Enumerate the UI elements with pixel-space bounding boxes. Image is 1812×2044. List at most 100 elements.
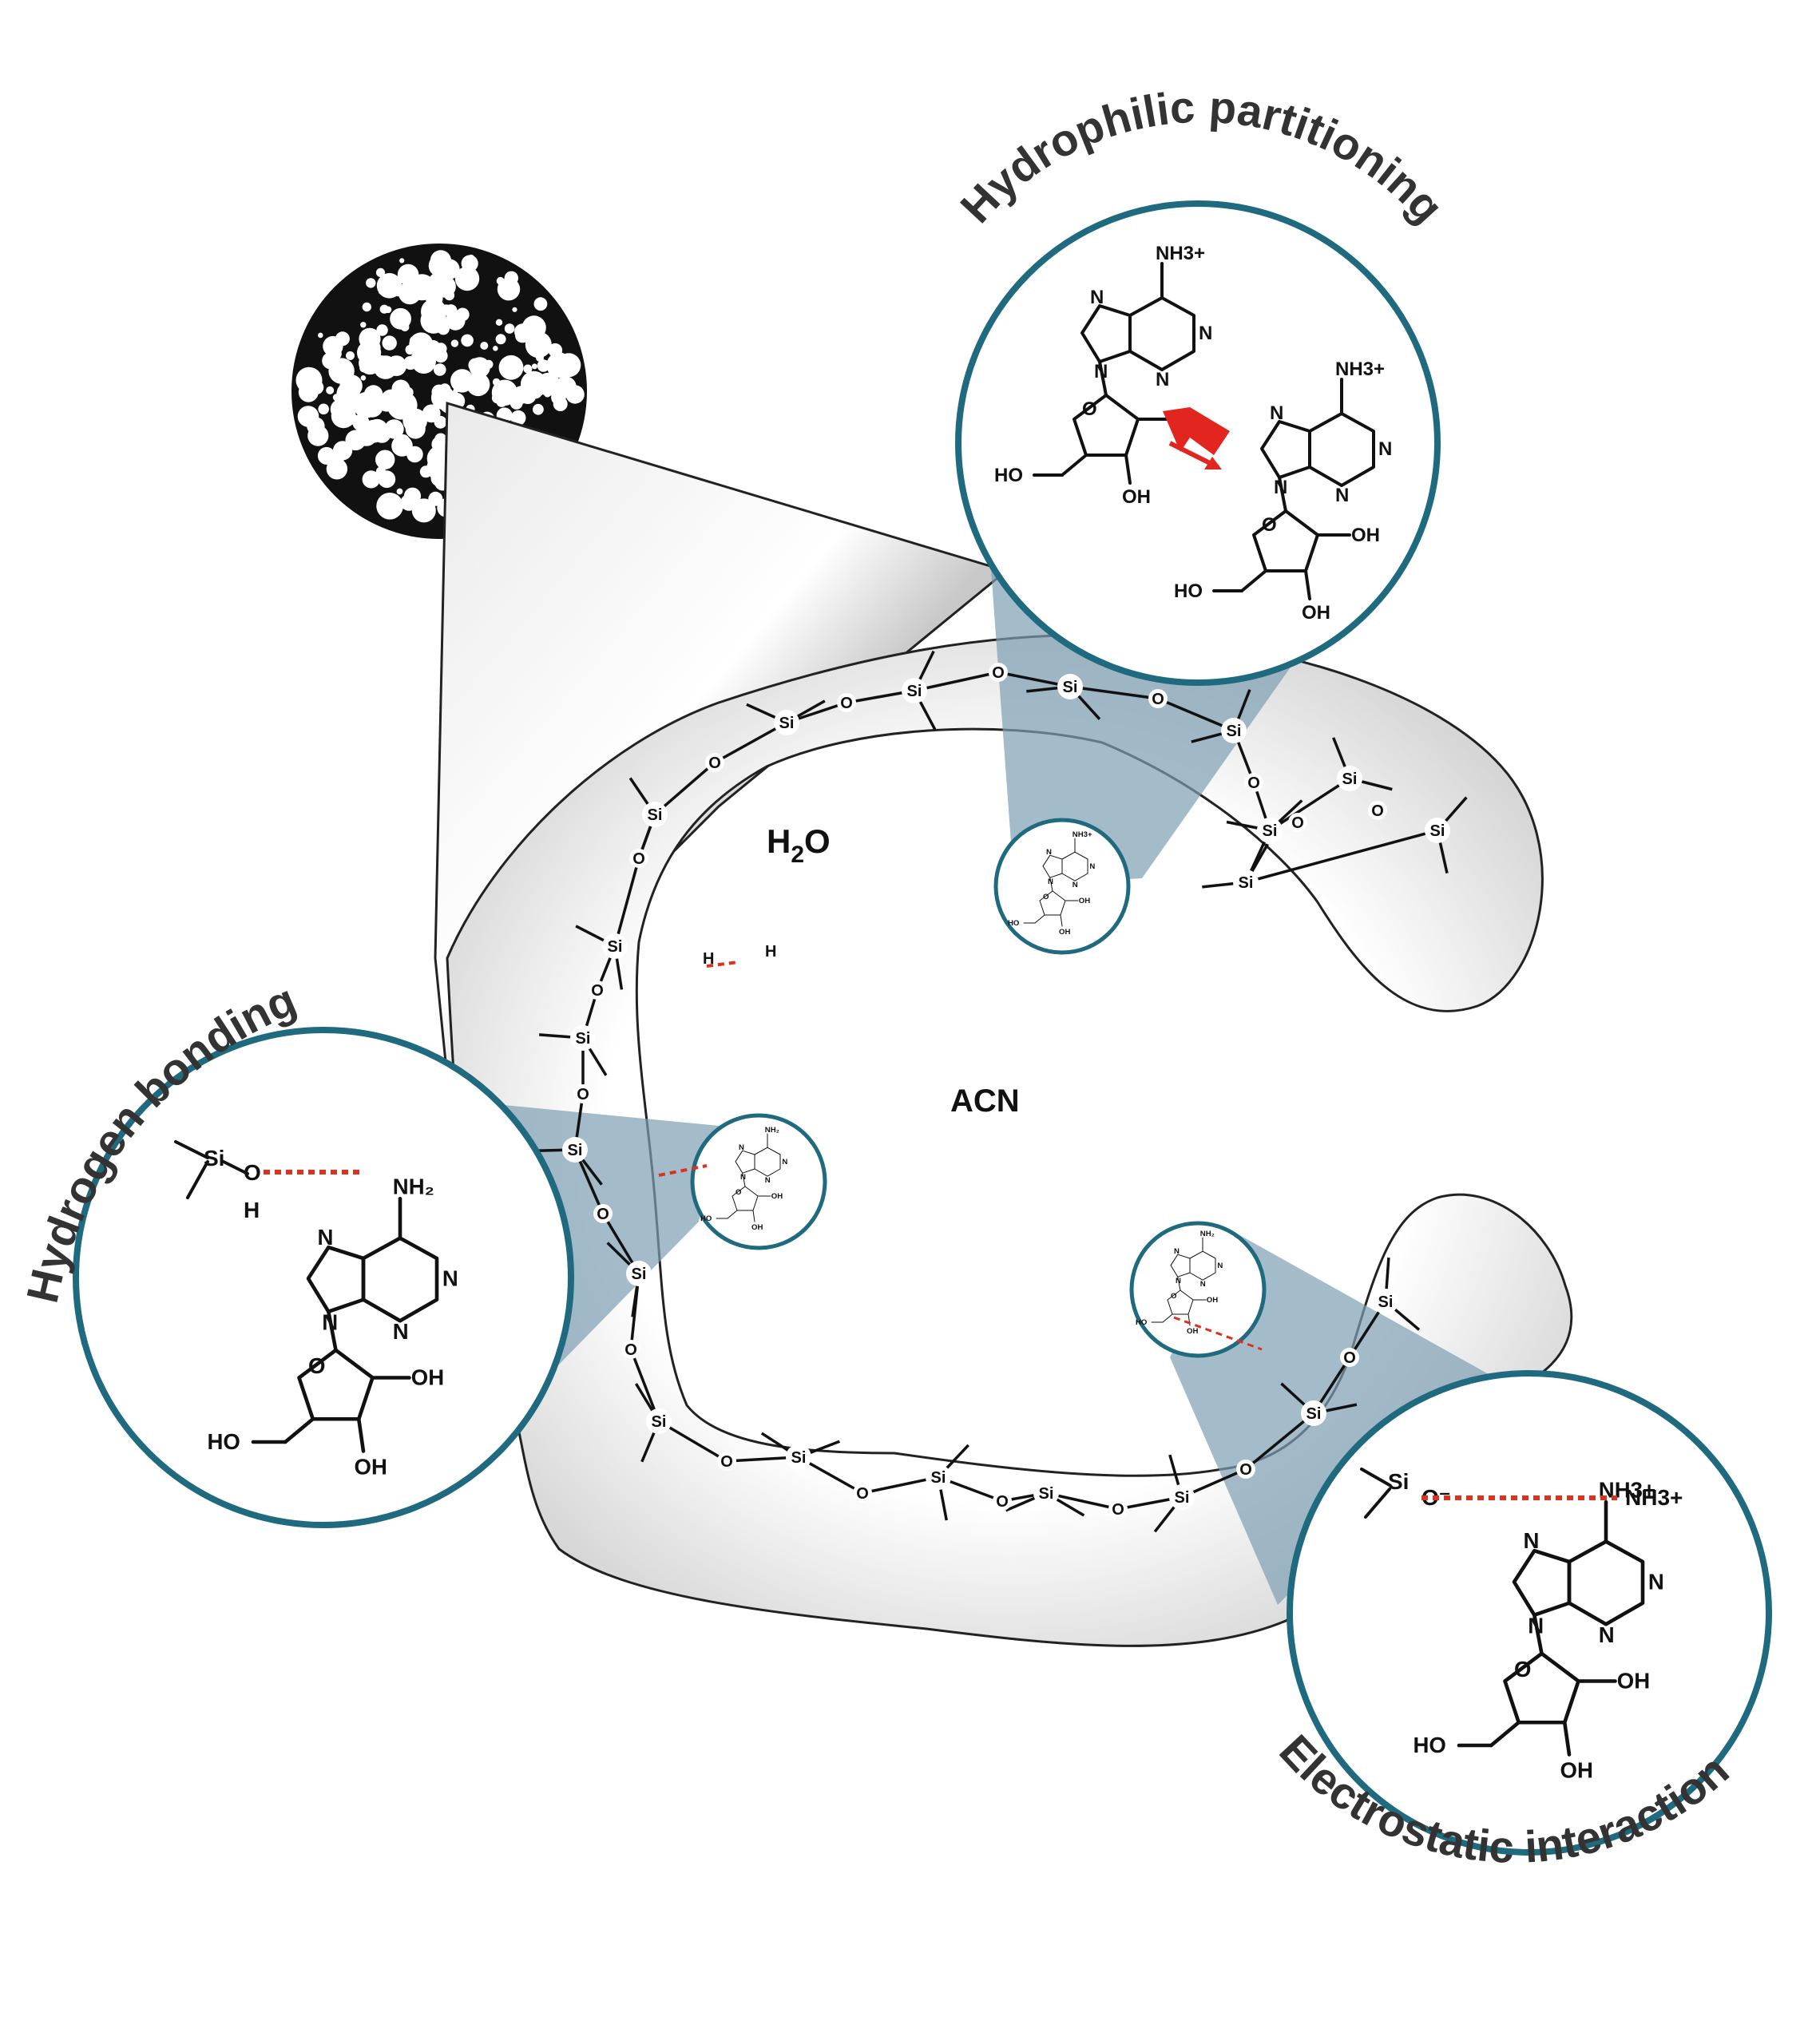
pore xyxy=(439,259,460,279)
atom-bg xyxy=(573,1084,593,1103)
nitrogen-atom: N xyxy=(1200,1280,1206,1289)
pore xyxy=(339,374,363,398)
atom-bg xyxy=(1236,1460,1255,1479)
glycosidic-bond xyxy=(742,1172,746,1187)
hydroxyl-group: OH xyxy=(1207,1296,1218,1305)
methyl-bond xyxy=(1364,1487,1391,1519)
atom-bg xyxy=(1340,1348,1359,1367)
ch2-bond xyxy=(1162,1313,1173,1323)
siloxane-bond xyxy=(653,761,716,816)
siloxane-bond xyxy=(714,721,787,764)
hydroxyl-group: OH xyxy=(1187,1327,1198,1336)
equilibrium-arrows xyxy=(1163,407,1230,469)
pore xyxy=(421,299,446,325)
hydroxyl-group: OH xyxy=(1079,897,1090,905)
pore xyxy=(307,425,329,446)
pore xyxy=(322,352,339,370)
nitrogen-atom: N xyxy=(1046,848,1052,857)
pore xyxy=(363,394,370,400)
oh-bond xyxy=(1304,569,1311,600)
hydroxyl-group: OH xyxy=(355,1454,387,1479)
atom-bg xyxy=(989,663,1008,682)
oxygen-atom: O xyxy=(1152,691,1164,708)
large-red-arrow-icon xyxy=(1163,407,1230,455)
pore xyxy=(295,366,323,394)
amine-group: NH3+ xyxy=(1156,243,1205,264)
oxygen-atom: O xyxy=(708,755,721,772)
atom-bg xyxy=(642,802,668,827)
nitrogen-atom: N xyxy=(1156,369,1169,390)
pore xyxy=(531,363,537,370)
pore xyxy=(546,380,555,389)
pore xyxy=(362,302,371,312)
oxygen-atom: O xyxy=(591,982,604,1000)
pore xyxy=(434,363,446,376)
nitrogen-atom: N xyxy=(1094,361,1108,382)
nitrogen-atom: N xyxy=(322,1310,338,1335)
pore xyxy=(469,357,490,378)
ch2-bond xyxy=(1240,569,1267,592)
imidazole-ring xyxy=(306,1245,366,1313)
oxygen-atom: O xyxy=(244,1160,261,1185)
small-circle-electrostatic xyxy=(1129,1221,1267,1358)
oxygen-atom: O xyxy=(632,850,645,868)
pore xyxy=(346,351,355,360)
imidazole-ring xyxy=(1042,854,1063,878)
siloxane-bond xyxy=(1244,1412,1315,1471)
imidazole-ring xyxy=(1260,420,1311,479)
pore xyxy=(366,278,376,288)
pore xyxy=(391,391,418,418)
hydrogen-atom: H xyxy=(244,1198,260,1222)
hydroxyl-group: HO xyxy=(700,1214,712,1223)
ring-oxygen: O xyxy=(1082,398,1097,420)
nitrogen-atom: N xyxy=(1048,877,1053,886)
methyl-bond xyxy=(1360,1468,1391,1487)
atom-bg xyxy=(837,693,856,712)
imidazole-ring xyxy=(735,1150,755,1174)
hydroxyl-group: HO xyxy=(1174,580,1203,602)
pore xyxy=(450,369,474,393)
oxygen-atom: O xyxy=(1112,1501,1124,1519)
solvent-labels: H2O ACN xyxy=(767,822,1020,1119)
oxygen-atom: O xyxy=(1371,802,1384,820)
atom-bg xyxy=(786,1444,811,1470)
silicon-atom: Si xyxy=(1063,679,1078,696)
methyl-bond xyxy=(174,1140,209,1159)
atom-bg xyxy=(1257,818,1283,843)
oxygen-atom: O xyxy=(992,664,1005,682)
pore xyxy=(425,408,431,414)
atom-bg xyxy=(588,980,607,1000)
amine-group: NH₂ xyxy=(393,1175,434,1199)
nitrogen-atom: N xyxy=(1599,1622,1615,1647)
oxygen-atom: O xyxy=(577,1086,589,1103)
pore xyxy=(434,343,447,355)
ring-oxygen: O xyxy=(1514,1657,1531,1682)
silicon-atom: Si xyxy=(907,683,922,700)
ring-oxygen: O xyxy=(1262,514,1277,536)
silicon-atom: Si xyxy=(576,1030,591,1048)
acn-label: ACN xyxy=(950,1083,1020,1119)
atom-bg xyxy=(570,1025,596,1051)
siloxane-bond xyxy=(658,1420,728,1463)
atom-bg xyxy=(717,1452,736,1471)
imidazole-ring xyxy=(1080,304,1132,363)
nitrogen-atom: N xyxy=(1217,1262,1223,1270)
pore xyxy=(514,323,531,340)
nitrogen-atom: N xyxy=(442,1266,458,1291)
pore xyxy=(375,267,386,277)
atom-bg xyxy=(1169,1484,1195,1510)
atom-bg xyxy=(629,849,648,868)
hydroxyl-group: HO xyxy=(1414,1733,1446,1757)
pore xyxy=(495,334,506,345)
atom-bg xyxy=(1288,813,1307,832)
atom-bg xyxy=(902,678,927,703)
pore xyxy=(406,446,423,463)
pore xyxy=(523,364,533,374)
pore xyxy=(492,378,501,386)
ch2-bond xyxy=(283,1416,315,1444)
siloxane-bond xyxy=(629,1349,660,1422)
hydroxyl-group: OH xyxy=(1617,1669,1650,1693)
